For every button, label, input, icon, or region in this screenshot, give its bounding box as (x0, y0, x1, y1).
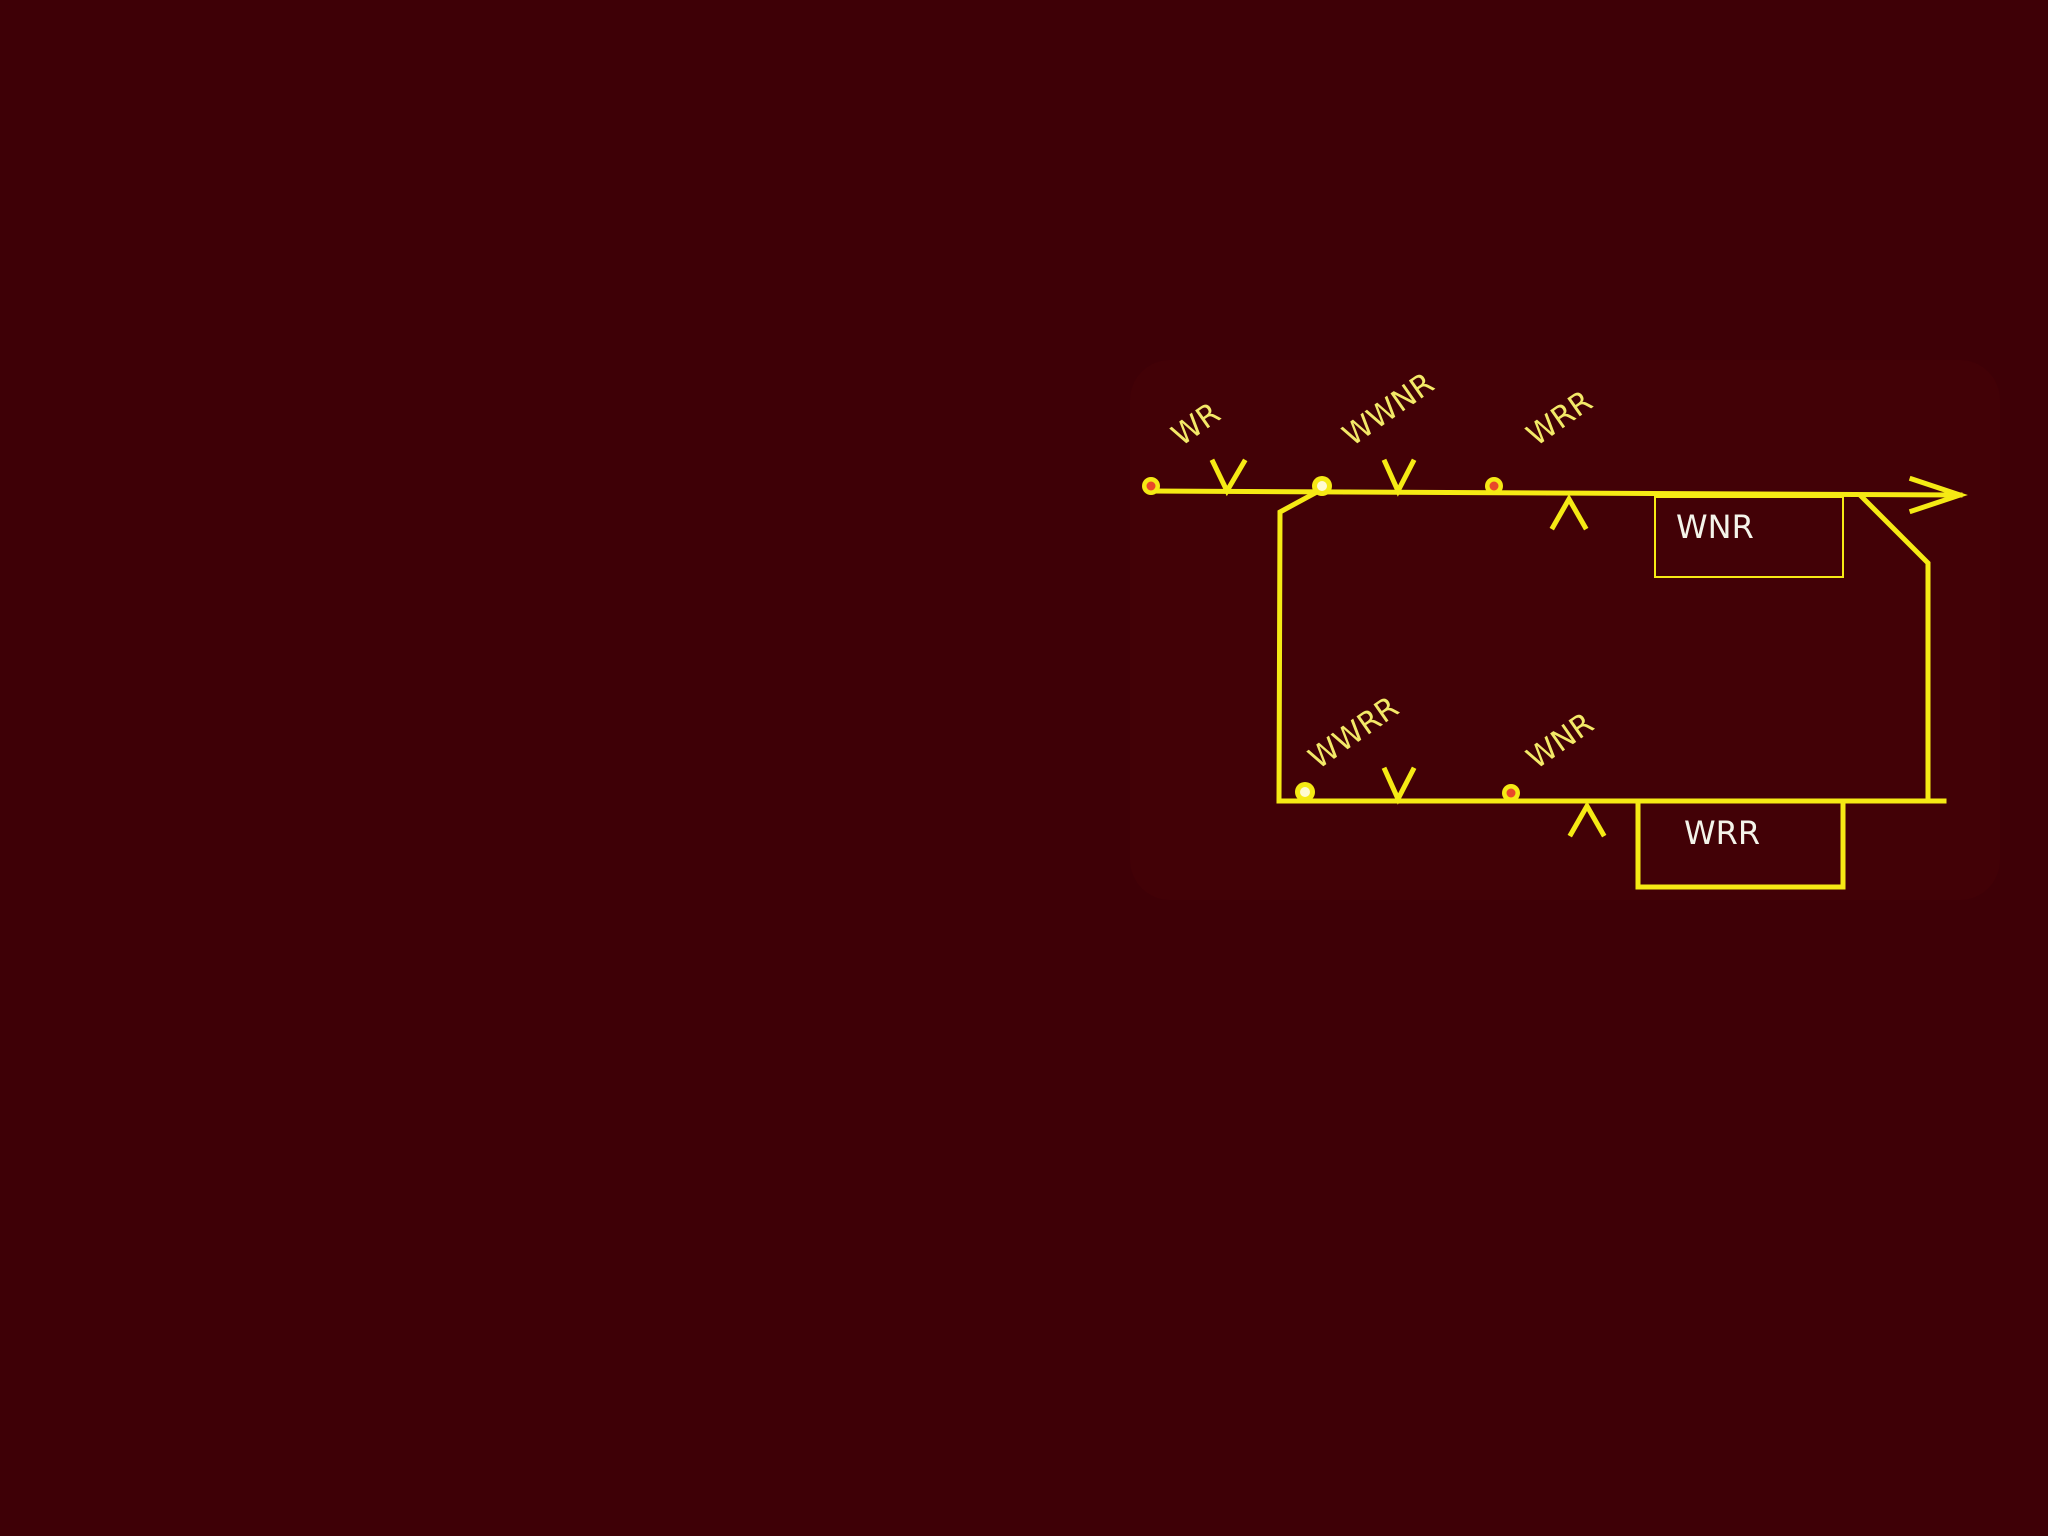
node-center-red-icon (1506, 788, 1516, 798)
node-center-white-icon (1300, 787, 1310, 797)
node-center-red-icon (1489, 481, 1499, 491)
node-center-red-icon (1146, 481, 1156, 491)
top-box-label: WNR (1676, 508, 1754, 546)
signal-up-icon (1549, 493, 1589, 531)
signal-down-icon (1381, 766, 1417, 805)
signal-down-icon (1381, 458, 1417, 497)
left-branch-line (1276, 489, 1319, 803)
top-track-line (1147, 488, 1963, 498)
bottom-box-label: WRR (1684, 814, 1760, 852)
top-box (1654, 496, 1844, 578)
right-branch-line (1858, 493, 1931, 803)
arrow-head-icon (1908, 475, 1968, 515)
node-center-white-icon (1317, 481, 1327, 491)
diagram-halo (1130, 360, 2000, 900)
signal-up-icon (1567, 800, 1607, 838)
signal-down-icon (1209, 458, 1248, 497)
bottom-box (1635, 800, 1846, 890)
